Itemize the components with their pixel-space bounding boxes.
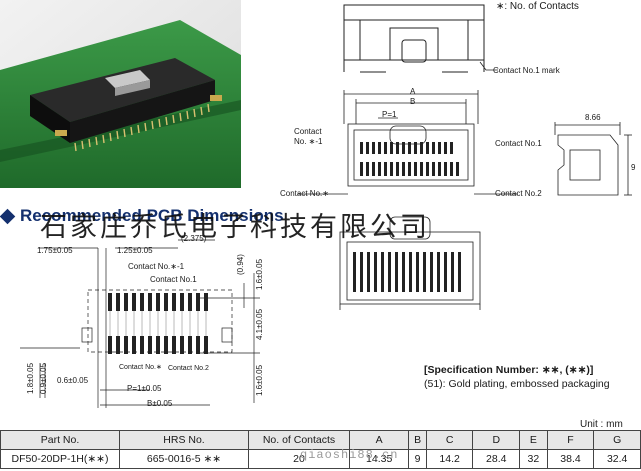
cell-f: 38.4 (546, 449, 595, 469)
pcb-dim-1-6-top: 1.6±0.05 (255, 258, 264, 290)
unit-label: Unit : mm (580, 419, 623, 430)
watermark-url: qiaoshi88.cn (300, 448, 399, 462)
diamond-icon (0, 208, 16, 224)
pcb-dim-1-8: 1.8±0.05 (26, 362, 35, 394)
header-b: B (408, 430, 427, 450)
product-photo (0, 0, 241, 188)
pcb-contact-star: Contact No.∗ (119, 364, 162, 371)
pcb-dim-b: B±0.05 (147, 399, 173, 408)
header-a: A (348, 430, 410, 450)
front-contact-star-1: Contact No. ∗-1 (294, 127, 323, 146)
header-g: G (593, 430, 641, 450)
pcb-dim-1-6-bottom: 1.6±0.05 (255, 364, 264, 396)
front-dim-a: A (410, 87, 416, 96)
cell-c: 14.2 (425, 449, 474, 469)
front-view-drawing (298, 90, 518, 195)
front-contact-no2: Contact No.2 (495, 189, 542, 198)
bottom-view-drawing (339, 216, 481, 310)
contacts-legend: ∗: No. of Contacts (496, 1, 579, 12)
watermark-company: 石家庄乔氏电子科技有限公司 (40, 212, 430, 243)
pcb-dim-0-94: (0.94) (236, 254, 245, 275)
front-contact-star: Contact No.∗ (280, 189, 329, 198)
pcb-contact-1: Contact No.1 (150, 275, 197, 284)
side-dim-width: 8.66 (585, 113, 601, 122)
pcb-dimension-drawing (20, 239, 260, 408)
pcb-dim-pitch: P=1±0.05 (127, 384, 162, 393)
pcb-dim-0-6: 0.6±0.05 (57, 376, 89, 385)
cell-part-no: DF50-20DP-1H(∗∗) (0, 449, 120, 469)
header-contacts: No. of Contacts (248, 430, 350, 450)
table-row: DF50-20DP-1H(∗∗) 665-0016-5 ∗∗ 20 14.35 … (0, 449, 641, 469)
header-c: C (425, 430, 474, 450)
pcb-dim-2-375: (2.375) (181, 234, 207, 243)
pcb-dim-4-1: 4.1±0.05 (255, 308, 264, 340)
parts-table: Part No. HRS No. No. of Contacts A B C D… (0, 430, 641, 469)
front-contact-no1: Contact No.1 (495, 139, 542, 148)
spec-block: [Specification Number: ∗∗, (∗∗)] (51): G… (424, 363, 610, 391)
cell-hrs-no: 665-0016-5 ∗∗ (119, 449, 249, 469)
pcb-dim-0-9: 0.9±0.05 (39, 362, 48, 394)
section-heading-text: Recommended PCB Dimensions (20, 206, 284, 225)
side-view-drawing (554, 122, 632, 196)
pcb-contact-2: Contact No.2 (168, 365, 209, 372)
header-hrs-no: HRS No. (119, 430, 249, 450)
front-dim-b: B (410, 97, 416, 106)
cell-e: 32 (519, 449, 548, 469)
header-e: E (519, 430, 548, 450)
contact-no1-mark-label: Contact No.1 mark (493, 66, 560, 75)
side-dim-height: 9 (631, 163, 636, 172)
table-header-row: Part No. HRS No. No. of Contacts A B C D… (0, 430, 641, 450)
header-part-no: Part No. (0, 430, 120, 450)
header-f: F (546, 430, 595, 450)
top-view-drawing (343, 4, 498, 73)
pcb-contact-star-1: Contact No.∗-1 (128, 262, 185, 271)
spec-title: [Specification Number: ∗∗, (∗∗)] (424, 364, 594, 376)
spec-line: (51): Gold plating, embossed packaging (424, 378, 610, 390)
cell-a: 14.35 (348, 449, 410, 469)
pcb-dim-1-25: 1.25±0.05 (117, 246, 153, 255)
front-dim-p: P=1 (382, 110, 397, 119)
header-d: D (472, 430, 521, 450)
cell-contacts: 20 (248, 449, 350, 469)
cell-b: 9 (408, 449, 427, 469)
section-heading: Recommended PCB Dimensions (0, 206, 284, 226)
cell-d: 28.4 (472, 449, 521, 469)
pcb-dim-1-75: 1.75±0.05 (37, 246, 73, 255)
cell-g: 32.4 (593, 449, 641, 469)
